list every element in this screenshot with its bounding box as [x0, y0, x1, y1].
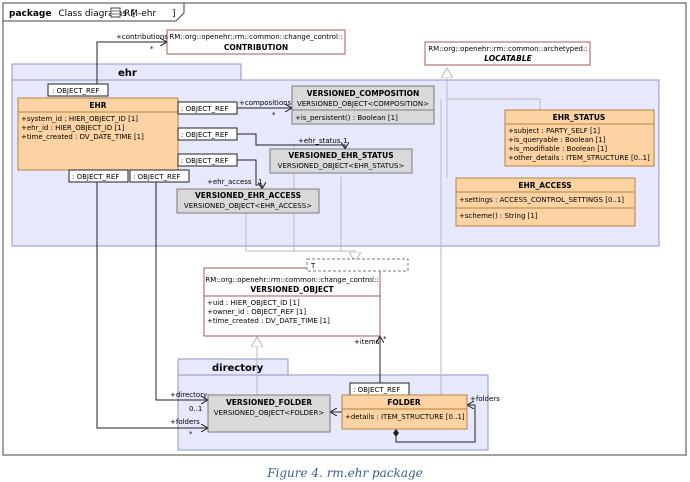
folder-attr: +details : ITEM_STRUCTURE [0..1] [345, 413, 465, 421]
versioned-folder-name: VERSIONED_FOLDER [226, 398, 312, 407]
class-ehr-access: EHR_ACCESS +settings : ACCESS_CONTROL_SE… [455, 177, 636, 227]
role-compositions: +compositions [239, 99, 292, 107]
mult-items: * [383, 335, 387, 343]
class-versioned-composition: VERSIONED_COMPOSITION VERSIONED_OBJECT<C… [291, 85, 435, 125]
diagram-icon [110, 7, 121, 18]
contribution-namespace: RM::org::openehr::rm::common::change_con… [169, 33, 342, 41]
qualifier-object-ref: : OBJECT_REF [181, 105, 228, 113]
ehr-status-name: EHR_STATUS [553, 113, 606, 122]
class-contribution: RM::org::openehr::rm::common::change_con… [166, 29, 346, 55]
ehr-access-op: +scheme() : String [1] [459, 212, 538, 220]
class-versioned-ehr-status: VERSIONED_EHR_STATUS VERSIONED_OBJECT<EH… [269, 148, 413, 174]
versioned-object-name: VERSIONED_OBJECT [250, 285, 334, 294]
locatable-name: LOCATABLE [484, 54, 532, 63]
versioned-composition-op: +is_persistent() : Boolean [1] [295, 114, 398, 122]
qualifier-object-ref: : OBJECT_REF [181, 157, 228, 165]
versioned-composition-sub: VERSIONED_OBJECT<COMPOSITION> [297, 100, 429, 108]
role-ehr-status: +ehr_status [298, 137, 341, 145]
versioned-composition-name: VERSIONED_COMPOSITION [307, 89, 420, 98]
class-versioned-folder: VERSIONED_FOLDER VERSIONED_OBJECT<FOLDER… [207, 394, 331, 433]
qualifier-object-ref: : OBJECT_REF [353, 386, 400, 394]
mult-ehr-access: 1 [258, 178, 262, 186]
mult-directory: 0..1 [189, 405, 202, 413]
figure-caption: Figure 4. rm.ehr package [267, 466, 423, 480]
association-lines [96, 42, 476, 443]
folder-name: FOLDER [387, 398, 421, 407]
role-contributions: +contributions [116, 33, 168, 41]
ehr-status-attr: +is_modifiable : Boolean [1] [508, 145, 607, 153]
ehr-status-attr: +subject : PARTY_SELF [1] [508, 127, 600, 135]
mult-folders: * [189, 430, 193, 438]
versioned-ehr-status-sub: VERSIONED_OBJECT<EHR_STATUS> [278, 162, 405, 170]
versioned-object-attr: +time_created : DV_DATE_TIME [1] [207, 317, 330, 325]
mult-compositions: * [272, 111, 276, 119]
frame-name: Class diagrams [58, 9, 127, 19]
frame-keyword: package [9, 9, 51, 19]
versioned-object-attr: +uid : HIER_OBJECT_ID [1] [207, 299, 300, 307]
versioned-ehr-status-name: VERSIONED_EHR_STATUS [288, 151, 393, 160]
qualifier-object-ref: : OBJECT_REF [72, 173, 119, 181]
template-parameter: T [310, 262, 316, 270]
ehr-status-attr: +other_details : ITEM_STRUCTURE [0..1] [508, 154, 650, 162]
class-folder: FOLDER +details : ITEM_STRUCTURE [0..1] [341, 394, 468, 430]
role-items: +items [354, 338, 380, 346]
ehr-attr: +time_created : DV_DATE_TIME [1] [21, 133, 144, 141]
ehr-status-attr: +is_queryable : Boolean [1] [508, 136, 606, 144]
qualifier-object-ref: : OBJECT_REF [181, 131, 228, 139]
mult-contributions: * [150, 45, 154, 53]
ehr-access-attr: +settings : ACCESS_CONTROL_SETTINGS [0..… [459, 196, 624, 204]
ehr-access-name: EHR_ACCESS [518, 181, 571, 190]
versioned-object-attr: +owner_id : OBJECT_REF [1] [207, 308, 306, 316]
ehr-name: EHR [89, 101, 106, 110]
contribution-name: CONTRIBUTION [224, 43, 288, 52]
template-parameter-box [306, 258, 409, 272]
role-folders: +folders [170, 418, 200, 426]
qualifier-object-ref: : OBJECT_REF [133, 173, 180, 181]
ehr-attr: +ehr_id : HIER_OBJECT_ID [1] [21, 124, 125, 132]
role-labels: +contributions * +compositions * +ehr_st… [116, 33, 500, 438]
versioned-ehr-access-sub: VERSIONED_OBJECT<EHR_ACCESS> [184, 202, 312, 210]
package-ehr-label: ehr [118, 68, 137, 79]
mult-ehr-status: 1 [343, 137, 347, 145]
svg-text:]: ] [172, 9, 176, 19]
versioned-ehr-access-name: VERSIONED_EHR_ACCESS [195, 191, 301, 200]
class-locatable: RM::org::openehr::rm::common::archetyped… [424, 41, 591, 66]
frame-tab [3, 3, 185, 22]
class-versioned-ehr-access: VERSIONED_EHR_ACCESS VERSIONED_OBJECT<EH… [176, 188, 320, 214]
qualifier-object-ref: : OBJECT_REF [52, 87, 99, 95]
role-ehr-access: +ehr_access [207, 178, 252, 186]
class-ehr: EHR +system_id : HIER_OBJECT_ID [1] +ehr… [17, 97, 179, 171]
versioned-folder-sub: VERSIONED_OBJECT<FOLDER> [214, 409, 325, 417]
versioned-object-namespace: RM::org::openehr::rm::common::change_con… [205, 276, 378, 284]
role-directory: +directory [170, 391, 207, 399]
locatable-namespace: RM::org::openehr::rm::common::archetyped… [428, 45, 587, 53]
package-directory-label: directory [212, 363, 264, 374]
frame-title: package Class diagrams [ [9, 9, 135, 19]
role-folders-self: +folders [470, 395, 500, 403]
class-versioned-object: T RM::org::openehr::rm::common::change_c… [203, 258, 409, 337]
ehr-attr: +system_id : HIER_OBJECT_ID [1] [21, 115, 138, 123]
frame-icon-label: RM-ehr [124, 9, 157, 19]
class-ehr-status: EHR_STATUS +subject : PARTY_SELF [1] +is… [504, 109, 655, 167]
